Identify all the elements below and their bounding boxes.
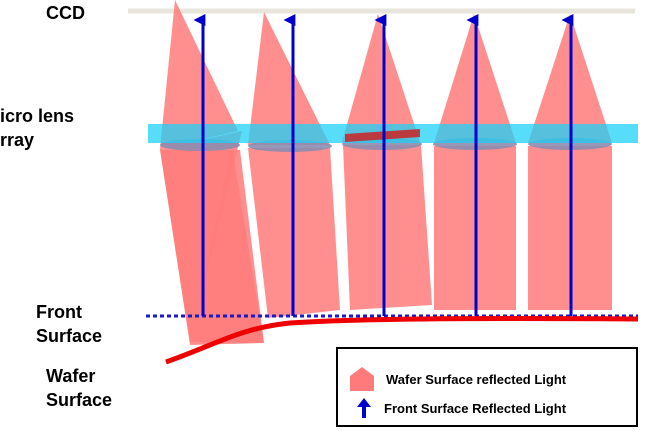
front-surface-label-line1: Front	[36, 302, 82, 322]
beam-1	[160, 0, 264, 345]
pentagon-beam-icon	[348, 365, 376, 393]
wafer-surface-curve	[165, 315, 639, 365]
ccd-label: CCD	[46, 3, 85, 23]
front-surface-label-line2: Surface	[36, 326, 103, 346]
micro-lens-label-line1: icro lens	[0, 106, 75, 126]
micro-lens-label-line2: rray	[0, 130, 35, 150]
legend-front-reflected-label: Front Surface Reflected Light	[384, 400, 567, 416]
up-arrow-icon	[356, 397, 372, 419]
legend-row-wafer: Wafer Surface reflected Light	[348, 365, 566, 393]
legend-wafer-reflected-label: Wafer Surface reflected Light	[386, 371, 567, 387]
legend-row-front: Front Surface Reflected Light	[356, 397, 566, 419]
wafer-surface-label-line2: Surface	[46, 390, 113, 410]
legend-box: Wafer Surface reflected Light Front Surf…	[336, 347, 638, 427]
beam-3	[342, 14, 432, 310]
wafer-surface-label-line1: Wafer	[46, 366, 96, 386]
